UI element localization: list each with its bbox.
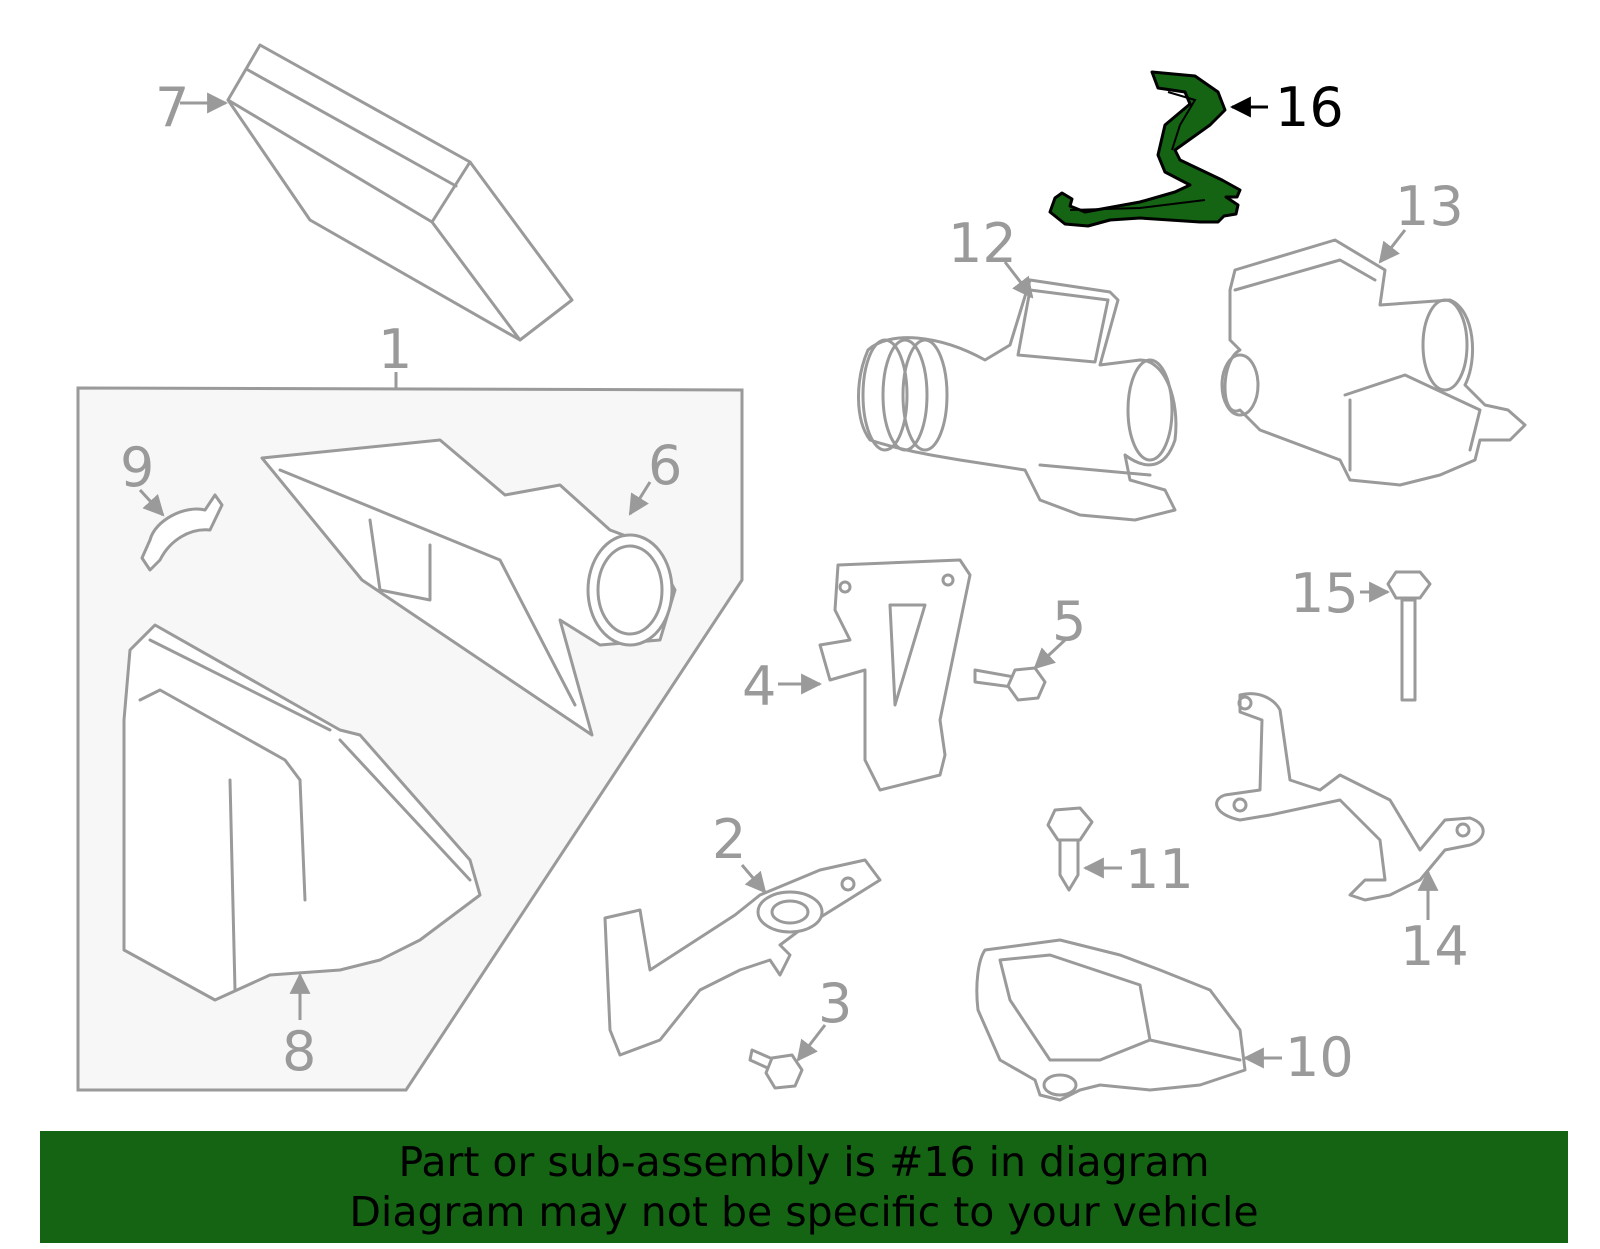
callout-9: 9 <box>120 436 154 499</box>
callout-1: 1 <box>378 318 412 381</box>
part-15-long-bolt[interactable] <box>1360 570 1432 702</box>
callout-6: 6 <box>648 434 682 497</box>
part-14-bracket[interactable] <box>1215 692 1485 920</box>
callout-13: 13 <box>1395 175 1464 238</box>
callout-10: 10 <box>1285 1026 1354 1089</box>
part-8-airbox-lower[interactable] <box>122 623 482 1020</box>
part-10-duct[interactable] <box>975 938 1282 1102</box>
part-16-bracket-highlighted[interactable] <box>1048 70 1268 228</box>
callout-12: 12 <box>948 212 1017 275</box>
callout-3: 3 <box>818 972 852 1035</box>
part-12-intake-tube[interactable] <box>857 261 1178 522</box>
callout-7: 7 <box>155 76 189 139</box>
info-banner: Part or sub-assembly is #16 in diagram D… <box>40 1131 1568 1243</box>
part-2-bracket[interactable] <box>603 858 882 1057</box>
callout-2: 2 <box>712 808 746 871</box>
part-11-screw[interactable] <box>1046 806 1122 892</box>
part-9-clip[interactable] <box>138 488 224 572</box>
part-4-bracket[interactable] <box>778 558 972 792</box>
callout-15: 15 <box>1290 562 1359 625</box>
callout-4: 4 <box>742 655 776 718</box>
callout-16: 16 <box>1275 76 1344 139</box>
callout-11: 11 <box>1125 838 1194 901</box>
callout-8: 8 <box>282 1020 316 1083</box>
part-5-bolt[interactable] <box>973 638 1067 702</box>
part-6-airbox-cover[interactable] <box>260 438 677 737</box>
part-7-air-filter[interactable] <box>180 43 574 342</box>
banner-line-2: Diagram may not be specific to your vehi… <box>349 1188 1259 1236</box>
callout-14: 14 <box>1400 915 1469 978</box>
banner-line-1: Part or sub-assembly is #16 in diagram <box>398 1138 1210 1186</box>
part-3-bolt[interactable] <box>748 1024 827 1090</box>
callout-5: 5 <box>1052 590 1086 653</box>
part-13-resonator[interactable] <box>1220 229 1527 487</box>
